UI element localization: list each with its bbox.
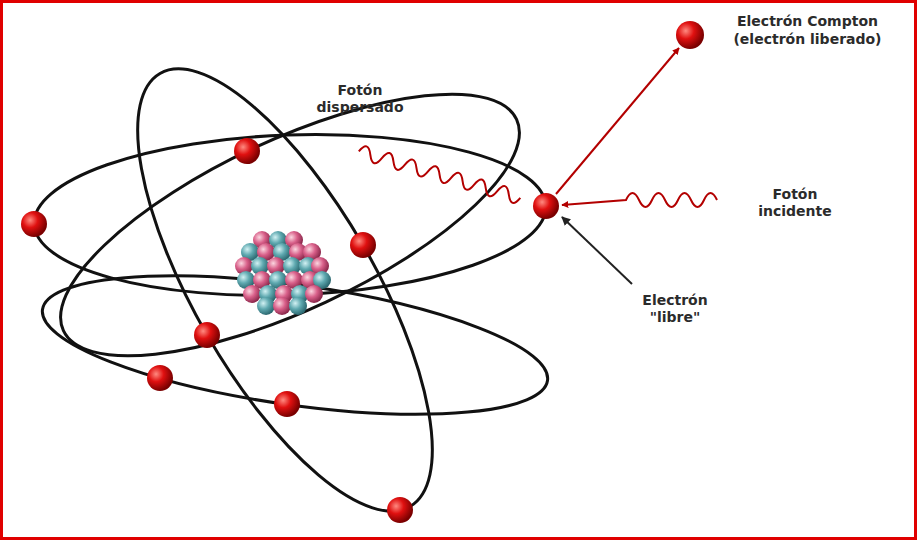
particle-label: Electrón Compton [705, 13, 910, 30]
electrons [21, 21, 704, 523]
orbit [34, 250, 556, 440]
compton-electron [676, 21, 704, 49]
electron [274, 391, 300, 417]
orbit [82, 28, 488, 540]
scattered-photon [357, 145, 522, 205]
electron [234, 138, 260, 164]
photon-label: Fotón dispersado [300, 82, 420, 116]
electron [350, 232, 376, 258]
electron [194, 322, 220, 348]
proton [243, 285, 261, 303]
photon-label: Fotón incidente [745, 186, 845, 220]
incident-photon [562, 193, 717, 207]
particle-label: (electrón liberado) [705, 31, 910, 48]
electron-trajectory [556, 48, 679, 194]
proton [273, 297, 291, 315]
electron [147, 365, 173, 391]
free-electron [533, 193, 559, 219]
particle-label: Electrón "libre" [620, 292, 730, 326]
nucleus [235, 231, 331, 315]
electron [21, 211, 47, 237]
leader-line [562, 217, 632, 284]
neutron [257, 297, 275, 315]
orbits [28, 28, 556, 540]
orbit [28, 42, 553, 407]
neutron [289, 297, 307, 315]
electron [387, 497, 413, 523]
orbit [31, 126, 548, 304]
proton [305, 285, 323, 303]
